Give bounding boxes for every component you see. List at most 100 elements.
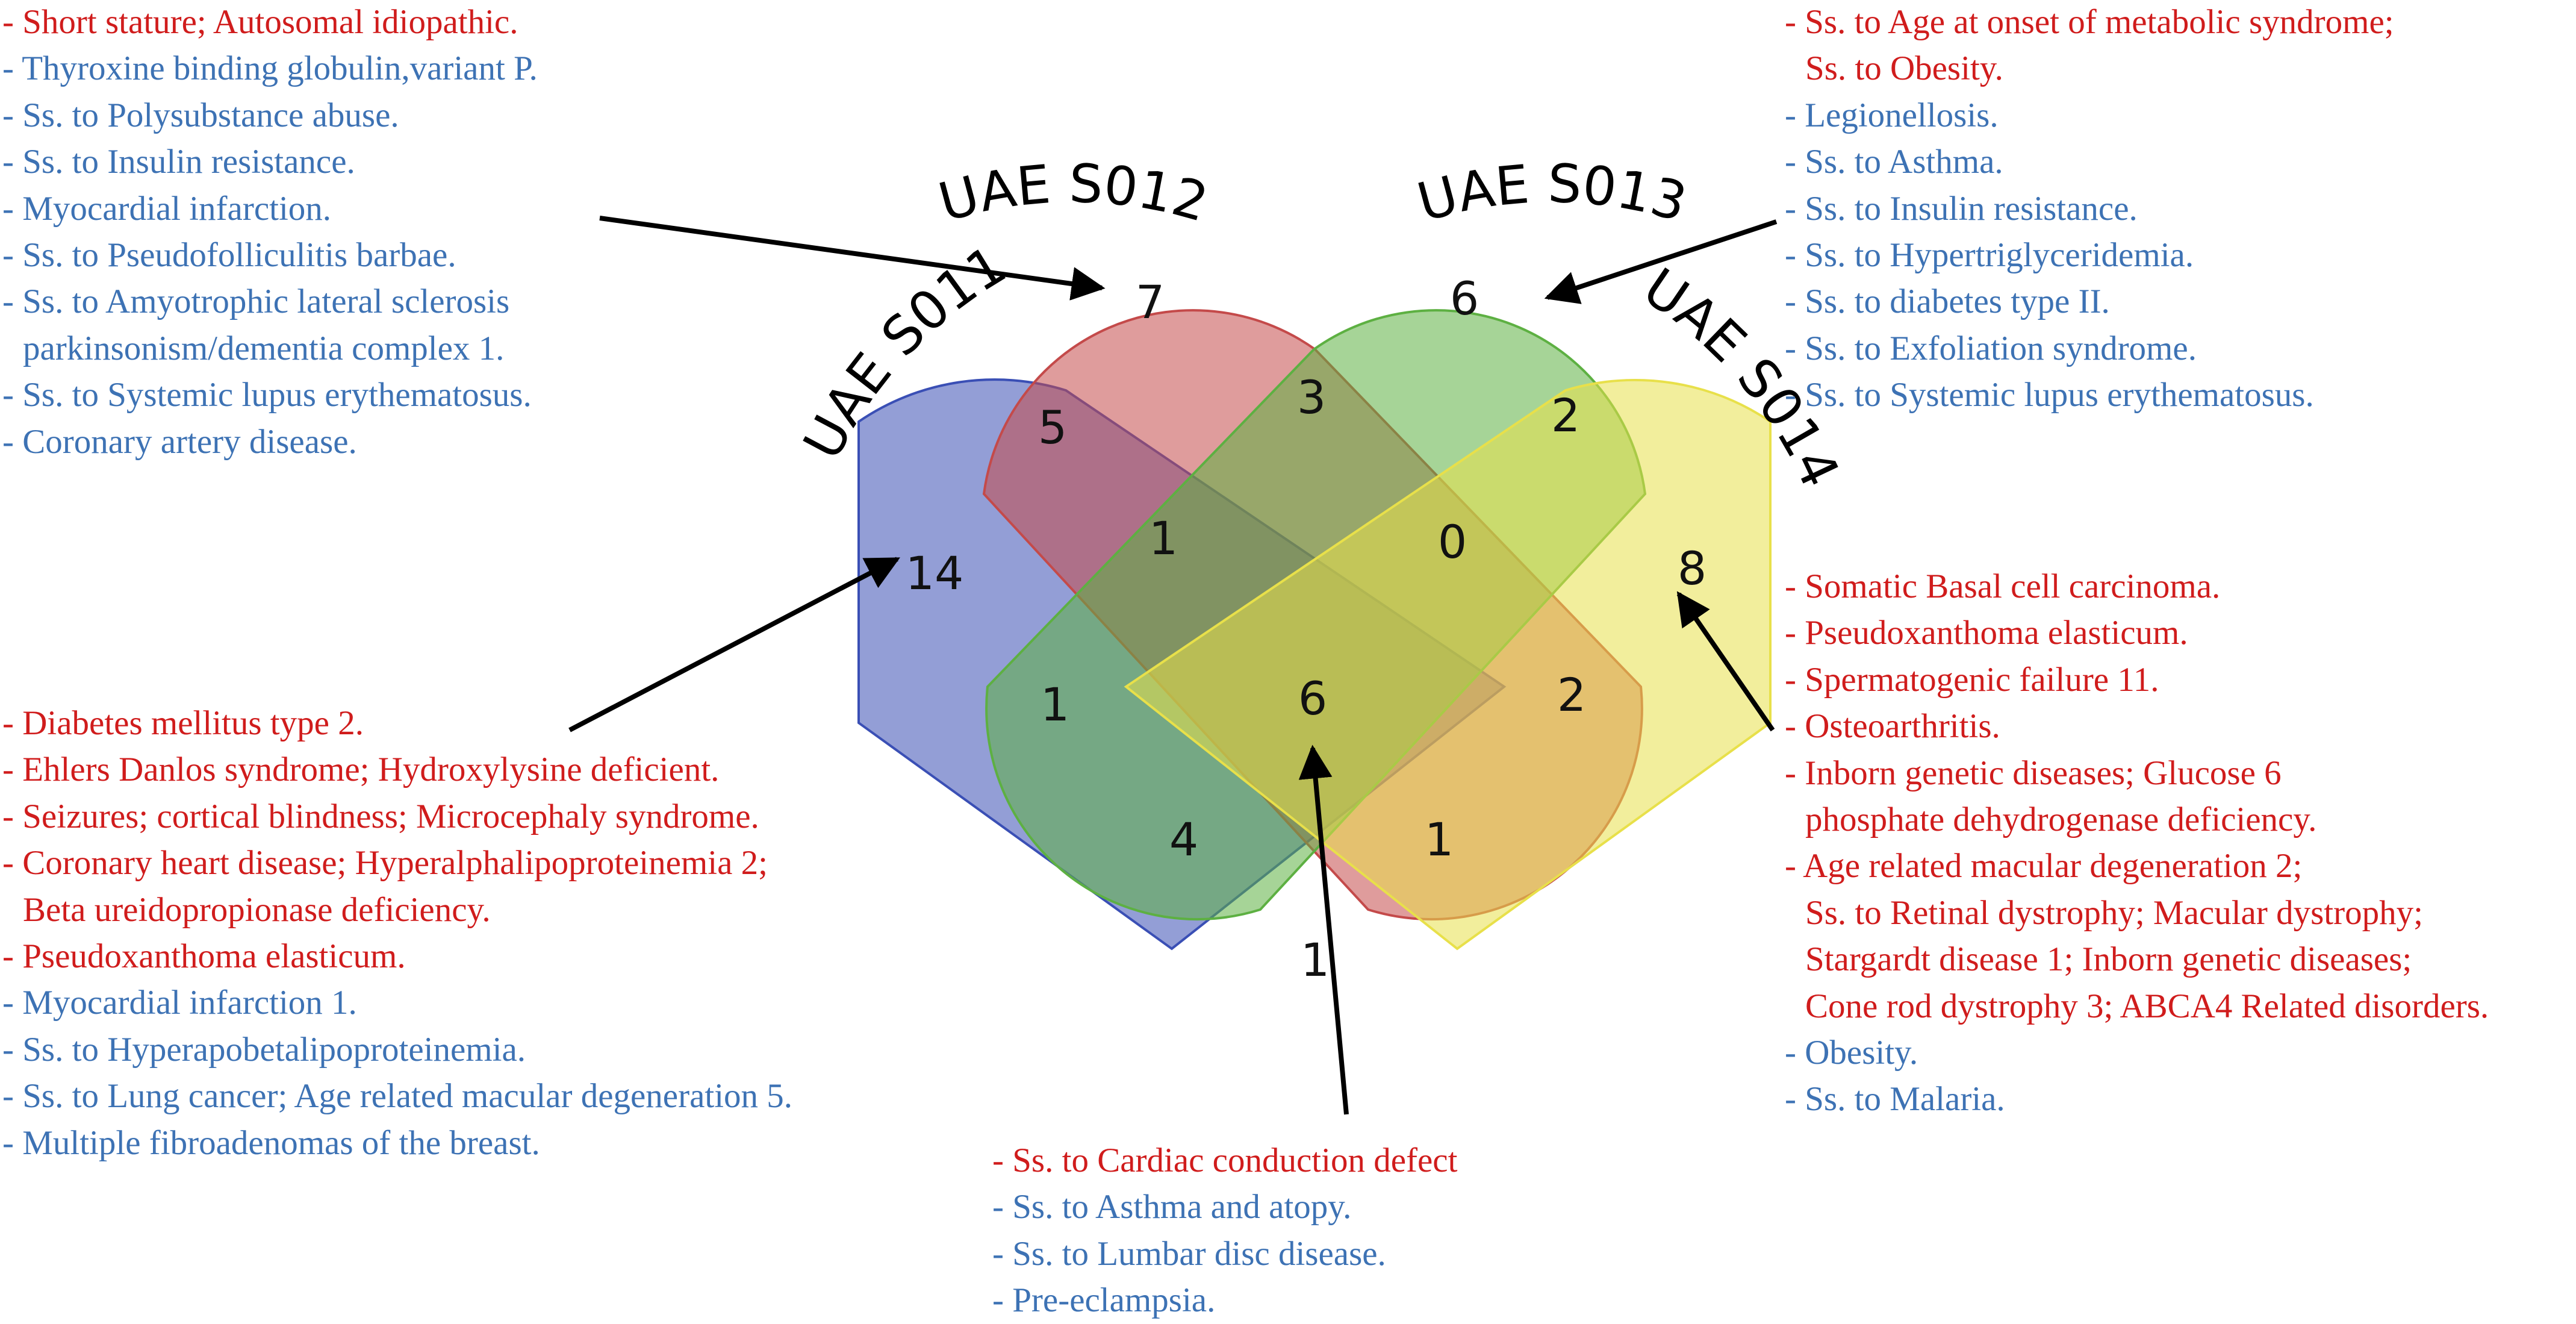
annotation-item: - Ss. to Asthma. (1785, 139, 2394, 185)
annotation-item: - Ss. to Amyotrophic lateral sclerosis pa… (2, 278, 538, 372)
annotation-item: - Myocardial infarction. (2, 186, 538, 232)
annotation-item: - Ss. to Exfoliation syndrome. (1785, 325, 2394, 372)
count-s011-s014: 1 (1301, 933, 1330, 987)
annotation-line: - Ss. to Hypertriglyceridemia. (1785, 236, 2194, 275)
annotation-line: - Ehlers Danlos syndrome; Hydroxylysine … (2, 751, 720, 789)
annotation-line: - Ss. to Hyperapobetalipoproteinemia. (2, 1030, 526, 1069)
annotation-item: - Myocardial infarction 1. (2, 979, 792, 1026)
annotation-line: - Osteoarthritis. (1785, 707, 2000, 746)
annotation-item: - Ss. to Hyperapobetalipoproteinemia. (2, 1026, 792, 1073)
annotation-item: - Pseudoxanthoma elasticum. (1785, 610, 2489, 656)
annotation-line: - Pre-eclampsia. (992, 1281, 1216, 1320)
annotation-line: - Ss. to Pseudofolliculitis barbae. (2, 236, 456, 275)
annotation-item: - Ss. to Hypertriglyceridemia. (1785, 232, 2394, 278)
count-s011-only: 14 (906, 546, 964, 600)
annotation-line: - Ss. to Exfoliation syndrome. (1785, 329, 2197, 367)
annotation-line: - Coronary heart disease; Hyperalphalipo… (2, 844, 768, 882)
annotation-line: Ss. to Obesity. (1805, 49, 2003, 88)
count-s011-s012-s013: 1 (1149, 511, 1178, 565)
annotation-line: - Ss. to Systemic lupus erythematosus. (2, 376, 532, 414)
annotation-list-mid-right: - Somatic Basal cell carcinoma. - Pseudox… (1785, 563, 2489, 1123)
count-s011-s013: 1 (1041, 678, 1069, 731)
annotation-item: - Legionellosis. (1785, 92, 2394, 139)
annotation-item: - Age related macular degeneration 2; Ss.… (1785, 843, 2489, 1029)
annotation-list-mid-left: - Diabetes mellitus type 2. - Ehlers Danl… (2, 700, 792, 1166)
annotation-item: - Somatic Basal cell carcinoma. (1785, 563, 2489, 610)
annotation-item: - Multiple fibroadenomas of the breast. (2, 1120, 792, 1166)
annotation-line: - Multiple fibroadenomas of the breast. (2, 1123, 540, 1162)
annotation-line: - Myocardial infarction 1. (2, 984, 357, 1022)
arrow-bottom (1298, 745, 1349, 1115)
annotation-list-top-right: - Ss. to Age at onset of metabolic syndr… (1785, 0, 2394, 419)
annotation-item: - Obesity. (1785, 1029, 2489, 1076)
arrow-mid-left (568, 557, 900, 732)
arrow-mid-right (1676, 591, 1775, 732)
annotation-line: Stargardt disease 1; Inborn genetic dise… (1805, 940, 2412, 979)
annotation-item: - Diabetes mellitus type 2. (2, 700, 792, 746)
annotation-item: - Ss. to Insulin resistance. (2, 139, 538, 185)
annotation-item: - Ss. to Age at onset of metabolic syndr… (1785, 0, 2394, 92)
annotation-line: - Ss. to Malaria. (1785, 1080, 2005, 1119)
annotation-item: - Ss. to Pseudofolliculitis barbae. (2, 232, 538, 278)
annotation-line: - Ss. to Cardiac conduction defect (992, 1141, 1458, 1179)
annotation-line: - Thyroxine binding globulin,variant P. (2, 49, 538, 88)
annotation-line: - Ss. to Asthma. (1785, 143, 2003, 181)
annotation-item: - Ss. to Insulin resistance. (1785, 186, 2394, 232)
annotation-list-bottom: - Ss. to Cardiac conduction defect - Ss. … (992, 1137, 1457, 1324)
annotation-line: - Myocardial infarction. (2, 189, 332, 228)
set-label-s013: UAE S013 (1411, 152, 1693, 234)
count-s012-only: 7 (1136, 275, 1165, 329)
annotation-item: - Ss. to Asthma and atopy. (992, 1184, 1457, 1230)
annotation-line: - Ss. to Polysubstance abuse. (2, 96, 399, 134)
annotation-list-top-left: - Short stature; Autosomal idiopathic. - … (2, 0, 538, 465)
annotation-line: - Ss. to Systemic lupus erythematosus. (1785, 376, 2314, 414)
annotation-line: - Short stature; Autosomal idiopathic. (2, 3, 518, 41)
annotation-line: parkinsonism/dementia complex 1. (23, 329, 505, 367)
set-s014-shape (1124, 379, 1772, 951)
annotation-line: Cone rod dystrophy 3; ABCA4 Related diso… (1805, 987, 2489, 1025)
annotation-line: - Age related macular degeneration 2; (1785, 847, 2303, 885)
annotation-line: - Obesity. (1785, 1034, 1918, 1072)
annotation-line: Ss. to Retinal dystrophy; Macular dystro… (1805, 893, 2423, 932)
annotation-item: - Osteoarthritis. (1785, 703, 2489, 749)
annotation-line: - Ss. to Lumbar disc disease. (992, 1234, 1386, 1273)
annotation-item: - Coronary heart disease; Hyperalphalipo… (2, 840, 792, 933)
annotation-line: - Spermatogenic failure 11. (1785, 660, 2159, 699)
count-s012-s013: 3 (1297, 370, 1326, 424)
annotation-item: - Spermatogenic failure 11. (1785, 657, 2489, 703)
annotation-item: - Ss. to Lung cancer; Age related macula… (2, 1073, 792, 1119)
count-s014-only: 8 (1678, 542, 1706, 595)
annotation-line: - Ss. to Age at onset of metabolic syndr… (1785, 3, 2394, 41)
annotation-line: - Ss. to diabetes type II. (1785, 283, 2110, 321)
annotation-line: - Pseudoxanthoma elasticum. (1785, 614, 2188, 652)
annotation-item: - Short stature; Autosomal idiopathic. (2, 0, 538, 45)
annotation-line: Beta ureidopropionase deficiency. (23, 890, 491, 929)
count-s011-s012-s014: 1 (1425, 813, 1454, 866)
count-s011-s012: 5 (1038, 401, 1067, 454)
annotation-line: - Legionellosis. (1785, 96, 1999, 134)
annotation-item: - Thyroxine binding globulin,variant P. (2, 45, 538, 92)
annotation-item: - Ss. to Systemic lupus erythematosus. (2, 372, 538, 418)
annotation-line: - Pseudoxanthoma elasticum. (2, 937, 406, 976)
annotation-line: - Ss. to Insulin resistance. (2, 143, 355, 181)
annotation-line: - Ss. to Asthma and atopy. (992, 1188, 1352, 1226)
count-s013-only: 6 (1450, 272, 1479, 325)
annotation-item: - Seizures; cortical blindness; Microcep… (2, 793, 792, 840)
count-s012-s013-s014: 0 (1438, 515, 1467, 569)
annotation-item: - Ehlers Danlos syndrome; Hydroxylysine … (2, 746, 792, 793)
annotation-line: - Ss. to Insulin resistance. (1785, 189, 2138, 228)
count-s012-s014: 2 (1557, 668, 1586, 722)
annotation-item: - Pre-eclampsia. (992, 1277, 1457, 1323)
set-label-s012: UAE S012 (932, 152, 1215, 234)
annotation-item: - Ss. to Polysubstance abuse. (2, 92, 538, 139)
annotation-item: - Ss. to Cardiac conduction defect (992, 1137, 1457, 1184)
annotation-line: - Diabetes mellitus type 2. (2, 704, 364, 742)
count-s013-s014: 2 (1551, 389, 1580, 442)
annotation-line: - Inborn genetic diseases; Glucose 6 (1785, 754, 2282, 792)
annotation-line: - Ss. to Amyotrophic lateral sclerosis (2, 283, 510, 321)
count-s011-s013-s014: 4 (1169, 813, 1198, 866)
arrow-top-right (1544, 219, 1778, 304)
arrow-top-left (599, 216, 1106, 301)
